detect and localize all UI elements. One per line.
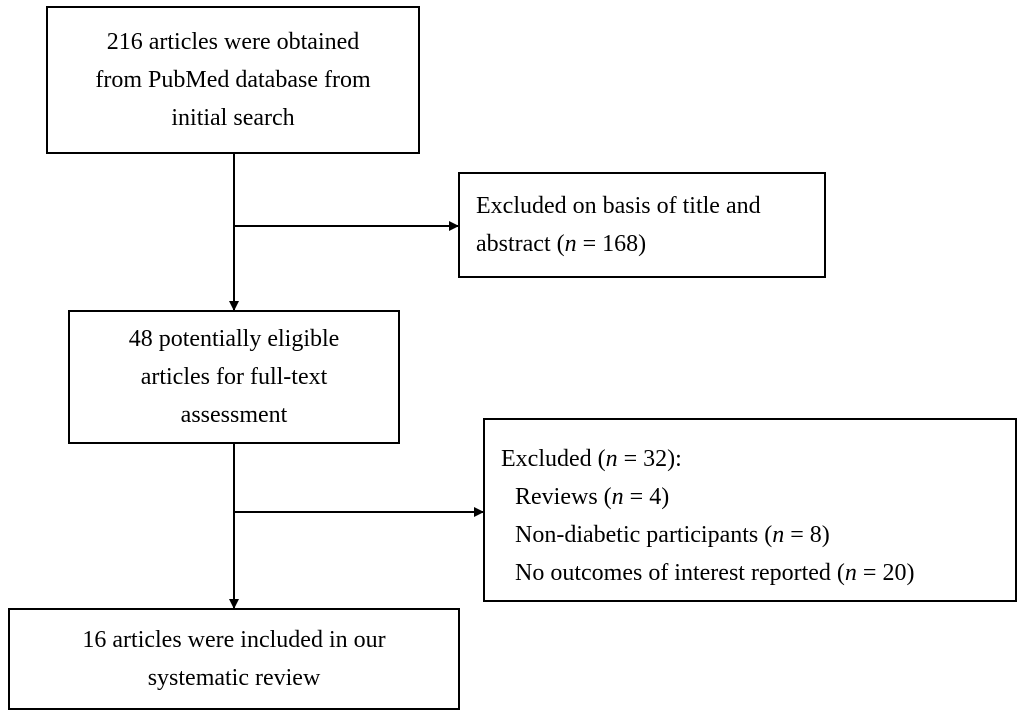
exclusion-reason-label: No outcomes of interest reported ( bbox=[515, 560, 845, 586]
eligible-line-2: articles for full-text bbox=[140, 364, 328, 390]
excluded-fulltext-count: = 32): bbox=[617, 446, 682, 472]
search-line-1: 216 articles were obtained bbox=[106, 29, 360, 55]
excluded-title-abstract-line-1: Excluded on basis of title and bbox=[476, 193, 761, 219]
exclusion-reason-label: Reviews ( bbox=[515, 484, 612, 510]
search-line-2: from PubMed database from bbox=[95, 67, 371, 93]
exclusion-reason-non-diabetic: Non-diabetic participants (n = 8) bbox=[501, 516, 1015, 554]
excluded-fulltext-header: Excluded (n = 32): bbox=[501, 440, 1015, 478]
n-symbol: n bbox=[564, 231, 577, 257]
excluded-title-abstract-count: = 168) bbox=[576, 231, 647, 257]
excluded-title-abstract-line-2: abstract (n = 168) bbox=[476, 225, 824, 263]
included-articles-box: 16 articles were included in our systema… bbox=[8, 608, 460, 710]
included-line-2: systematic review bbox=[147, 665, 321, 691]
search-line-3: initial search bbox=[171, 105, 295, 131]
exclusion-reason-count: = 20) bbox=[856, 560, 915, 586]
excluded-title-abstract-prefix: abstract ( bbox=[476, 231, 565, 257]
exclusion-reason-label: Non-diabetic participants ( bbox=[515, 522, 773, 548]
exclusion-reason-reviews: Reviews (n = 4) bbox=[501, 478, 1015, 516]
n-symbol: n bbox=[772, 522, 785, 548]
exclusion-reason-count: = 8) bbox=[784, 522, 830, 548]
excluded-title-abstract-box: Excluded on basis of title and abstract … bbox=[458, 172, 826, 278]
exclusion-reason-no-outcomes: No outcomes of interest reported (n = 20… bbox=[501, 554, 1015, 592]
exclusion-reason-count: = 4) bbox=[623, 484, 670, 510]
n-symbol: n bbox=[611, 484, 624, 510]
eligible-line-1: 48 potentially eligible bbox=[128, 326, 340, 352]
n-symbol: n bbox=[605, 446, 618, 472]
included-line-1: 16 articles were included in our bbox=[82, 627, 386, 653]
search-results-box: 216 articles were obtained from PubMed d… bbox=[46, 6, 420, 154]
eligible-articles-box: 48 potentially eligible articles for ful… bbox=[68, 310, 400, 444]
eligible-line-3: assessment bbox=[180, 402, 288, 428]
excluded-fulltext-prefix: Excluded ( bbox=[501, 446, 606, 472]
n-symbol: n bbox=[844, 560, 857, 586]
excluded-fulltext-box: Excluded (n = 32): Reviews (n = 4) Non-d… bbox=[483, 418, 1017, 602]
